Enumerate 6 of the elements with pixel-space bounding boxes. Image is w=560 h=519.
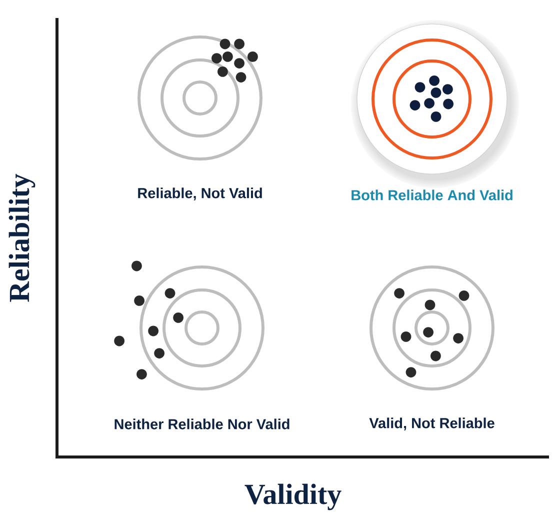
caption: Neither Reliable Nor Valid <box>114 418 290 430</box>
axis-title: Reliability <box>8 174 36 302</box>
axis-title: Validity <box>244 484 342 510</box>
caption: Both Reliable And Valid <box>352 190 512 200</box>
caption: Valid, Not Reliable <box>369 418 494 430</box>
caption: Reliable, Not Valid <box>138 188 262 200</box>
